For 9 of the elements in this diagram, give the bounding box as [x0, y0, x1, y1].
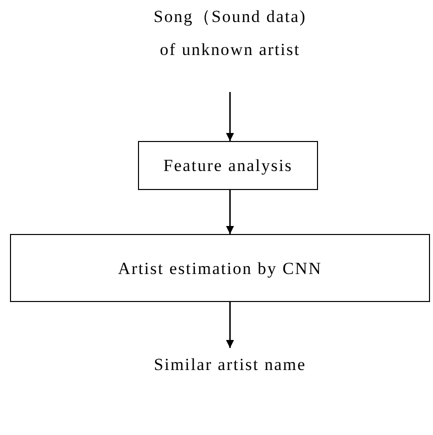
box-label: Feature analysis	[163, 155, 293, 177]
flow-text: Similar artist name	[154, 354, 306, 376]
flow-text: Song（Sound data) of unknown artist	[152, 6, 308, 61]
process-box	[10, 234, 430, 302]
box-label: Artist estimation by CNN	[118, 258, 322, 280]
process-box	[138, 141, 318, 190]
arrow	[226, 302, 234, 348]
arrow	[226, 190, 234, 234]
arrow	[226, 92, 234, 141]
